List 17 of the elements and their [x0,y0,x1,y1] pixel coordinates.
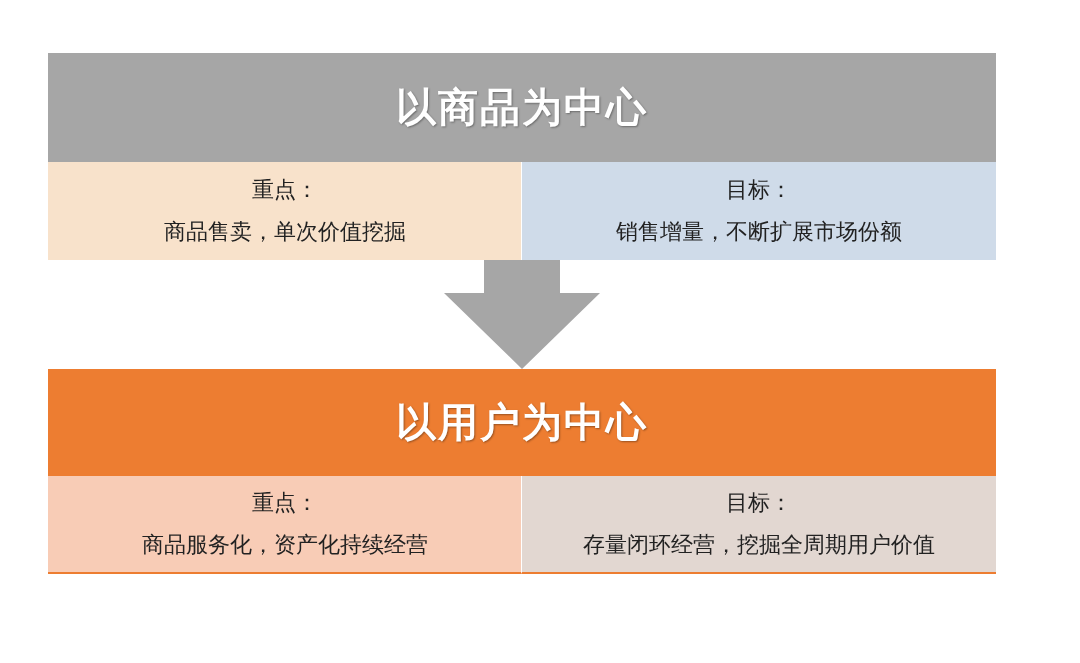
text-panel [48,162,522,260]
heading-text: 重点： [251,179,318,201]
body-text: 存量闭环经营，挖掘全周期用户价值 [583,534,935,556]
text-panel [522,476,996,574]
title-text: 以商品为中心 [396,83,648,132]
block-arrow [444,260,600,369]
text-panel [48,476,522,574]
title-banner [48,53,996,162]
body-text: 商品售卖，单次价值挖掘 [163,221,406,243]
text-panel [522,162,996,260]
heading-text: 重点： [251,492,318,514]
body-text: 商品服务化，资产化持续经营 [141,534,428,556]
title-banner [48,369,996,476]
body-text: 销售增量，不断扩展市场份额 [616,221,902,243]
title-text: 以用户为中心 [396,398,648,447]
heading-text: 目标： [726,492,792,514]
heading-text: 目标： [726,179,792,201]
